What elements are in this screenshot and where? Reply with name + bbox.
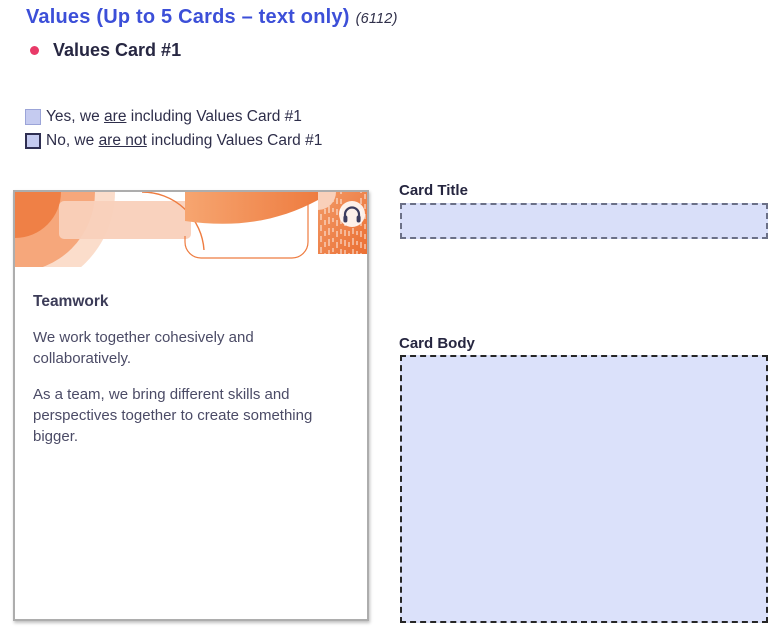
card-preview-paragraph: As a team, we bring different skills and… bbox=[33, 385, 313, 446]
headphones-icon bbox=[339, 201, 365, 227]
option-no-prefix: No, we bbox=[46, 132, 99, 149]
checkbox-no[interactable] bbox=[25, 133, 41, 149]
option-yes-label: Yes, we are including Values Card #1 bbox=[46, 108, 302, 126]
option-yes-prefix: Yes, we bbox=[46, 108, 105, 125]
option-yes-emphasis: are bbox=[104, 108, 127, 125]
bullet-icon bbox=[30, 46, 39, 55]
question-number: (6112) bbox=[355, 11, 398, 27]
card-body-textarea[interactable] bbox=[400, 355, 768, 623]
option-no-label: No, we are not including Values Card #1 bbox=[46, 132, 322, 150]
card-preview-text: Teamwork We work together cohesively and… bbox=[15, 267, 367, 447]
section-heading-label: Values Card #1 bbox=[53, 40, 182, 60]
section-heading: Values Card #1 bbox=[30, 40, 181, 61]
card-title-input[interactable] bbox=[400, 203, 768, 239]
page-title-text: Values (Up to 5 Cards – text only) bbox=[26, 6, 350, 28]
card-title-label: Card Title bbox=[399, 182, 468, 199]
option-no-suffix: including Values Card #1 bbox=[146, 132, 323, 149]
option-yes-suffix: including Values Card #1 bbox=[126, 108, 302, 125]
card-preview-paragraph: We work together cohesively and collabor… bbox=[33, 329, 254, 368]
card-body-label: Card Body bbox=[399, 335, 475, 352]
card-preview-title: Teamwork bbox=[33, 293, 109, 310]
checkbox-yes[interactable] bbox=[25, 109, 41, 125]
card-art-header bbox=[15, 192, 367, 267]
option-no-emphasis: are not bbox=[98, 132, 147, 149]
option-row-yes: Yes, we are including Values Card #1 bbox=[25, 108, 302, 126]
values-card-preview: Teamwork We work together cohesively and… bbox=[13, 190, 369, 621]
page-title: Values (Up to 5 Cards – text only) (6112) bbox=[26, 6, 398, 29]
option-row-no: No, we are not including Values Card #1 bbox=[25, 132, 322, 150]
